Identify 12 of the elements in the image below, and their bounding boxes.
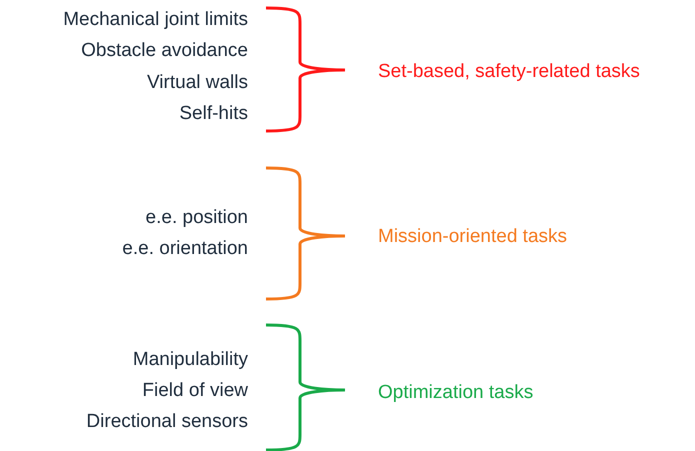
constraint-label: Obstacle avoidance bbox=[81, 39, 248, 63]
constraint-label: Virtual walls bbox=[146, 71, 248, 95]
constraint-label: e.e. orientation bbox=[122, 237, 248, 261]
task-category-label: Mission-oriented tasks bbox=[378, 225, 568, 249]
constraint-label: e.e. position bbox=[146, 206, 248, 230]
constraint-label: Directional sensors bbox=[86, 410, 248, 434]
constraint-label: Manipulability bbox=[132, 348, 248, 372]
constraint-label: Mechanical joint limits bbox=[63, 8, 248, 32]
constraint-label: Field of view bbox=[142, 379, 248, 403]
task-category-label: Set-based, safety-related tasks bbox=[378, 60, 640, 84]
constraint-label: Self-hits bbox=[179, 102, 248, 126]
task-category-label: Optimization tasks bbox=[378, 381, 534, 405]
